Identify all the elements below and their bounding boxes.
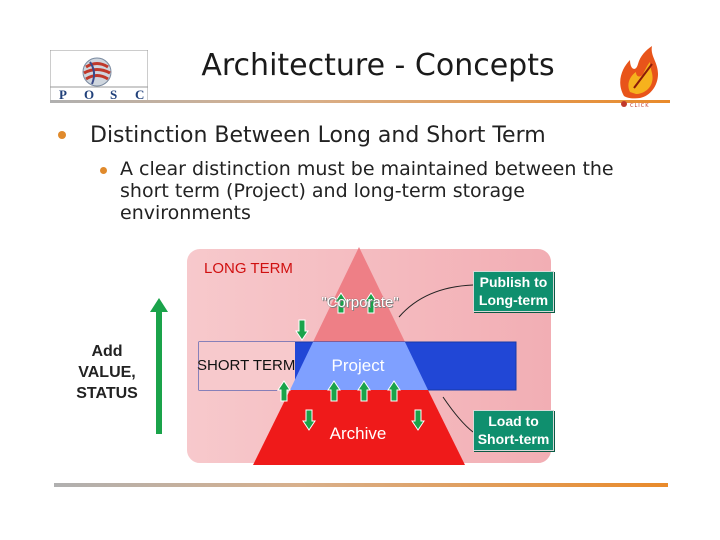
- side-label-line3: STATUS: [76, 385, 138, 402]
- side-label-line2: VALUE,: [78, 364, 136, 381]
- short-term-label: SHORT TERM: [197, 357, 296, 374]
- long-term-label: LONG TERM: [204, 260, 293, 277]
- load-to-short-term-callout: Load to Short-term: [473, 410, 554, 451]
- down-arrow-icon: [302, 409, 316, 431]
- posc-logo: P O S C: [50, 50, 148, 102]
- corporate-label: "Corporate": [321, 294, 399, 311]
- posc-letter-c: C: [135, 87, 144, 102]
- up-arrow-icon: [327, 380, 341, 402]
- flame-logo-caption: CLICK: [630, 103, 650, 109]
- value-up-arrow-icon: [150, 298, 168, 434]
- down-arrow-icon: [295, 319, 309, 341]
- down-arrow-icon: [411, 409, 425, 431]
- posc-letter-p: P: [59, 87, 67, 102]
- load-connector-line: [442, 396, 474, 433]
- up-arrow-icon: [277, 380, 291, 402]
- pyramid-arrows: [277, 284, 474, 433]
- bullet-dot: [58, 131, 66, 139]
- pyramid-top: [313, 247, 405, 342]
- bullet-level2-text: A clear distinction must be maintained b…: [120, 158, 614, 224]
- posc-letter-o: O: [84, 87, 94, 102]
- up-arrow-icon: [387, 380, 401, 402]
- up-arrow-icon: [364, 292, 378, 314]
- side-label-line1: Add: [91, 343, 123, 360]
- load-callout-line2: Short-term: [477, 431, 550, 447]
- title-divider: [50, 100, 670, 103]
- posc-letter-s: S: [110, 87, 117, 102]
- flame-logo: CLICK: [620, 46, 658, 109]
- pyramid-project-band: [290, 342, 428, 390]
- slide-title: Architecture - Concepts: [201, 48, 555, 83]
- publish-to-long-term-callout: Publish to Long-term: [473, 271, 554, 312]
- storage-pyramid-diagram: [185, 247, 553, 465]
- short-term-band-left: [199, 342, 295, 390]
- pyramid-archive-base: [253, 390, 465, 465]
- bullet-level1-text: Distinction Between Long and Short Term: [90, 123, 546, 148]
- footer-divider: [54, 483, 668, 487]
- project-label: Project: [331, 356, 385, 375]
- add-value-status-label: Add VALUE, STATUS: [64, 341, 150, 404]
- up-arrow-icon: [357, 380, 371, 402]
- up-arrow-icon: [334, 292, 348, 314]
- publish-callout-line1: Publish to: [479, 274, 548, 290]
- sub-bullet-dot: [100, 167, 107, 174]
- publish-connector-line: [398, 284, 474, 318]
- archive-label: Archive: [329, 424, 387, 443]
- load-callout-line1: Load to: [488, 413, 539, 429]
- publish-callout-line2: Long-term: [478, 292, 549, 308]
